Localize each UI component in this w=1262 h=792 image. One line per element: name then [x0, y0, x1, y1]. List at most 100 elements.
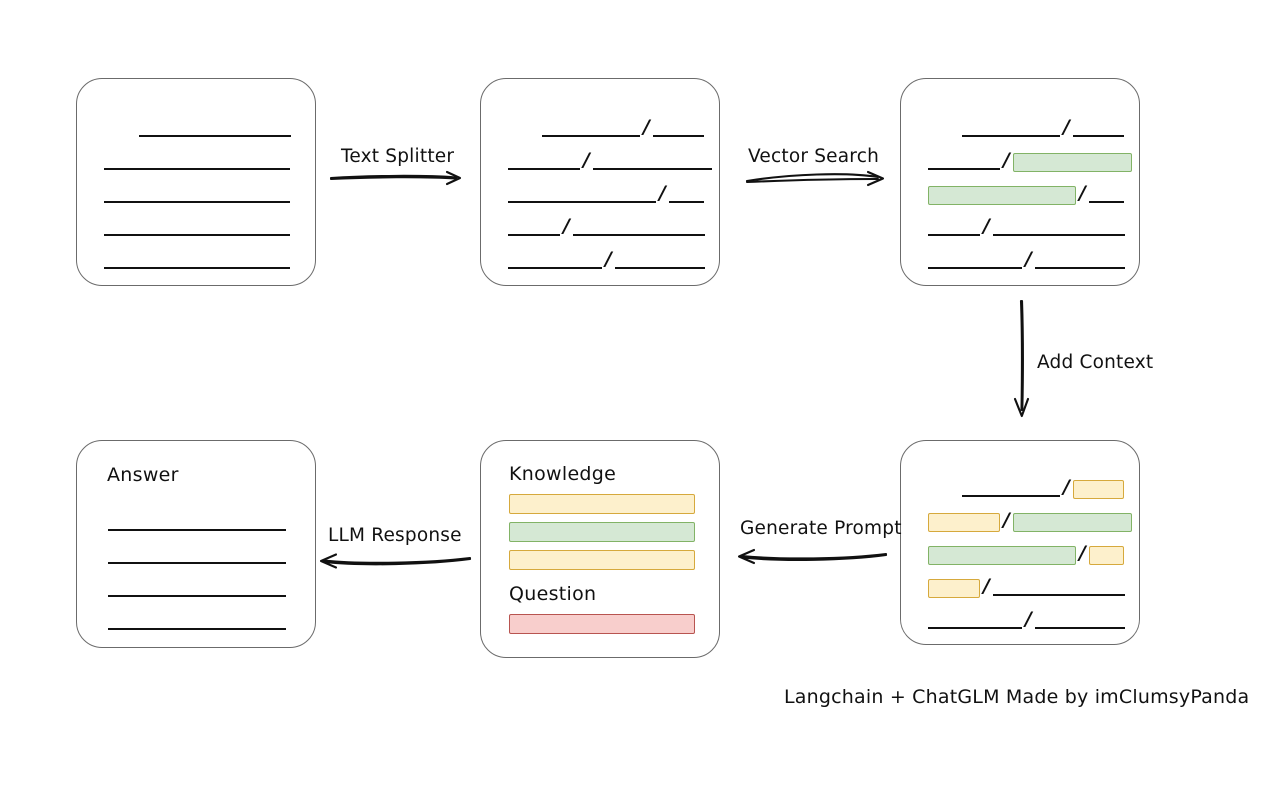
highlighted-chunk-green	[1012, 152, 1132, 172]
text-line-segment	[652, 135, 704, 137]
chunk-separator-slash: /	[1025, 247, 1032, 270]
document-row: /	[928, 607, 1125, 631]
text-line-segment	[614, 267, 705, 269]
node-prompt[interactable]: Knowledge Question	[480, 440, 720, 658]
text-line-segment	[508, 234, 560, 236]
arrow-text-splitter	[329, 170, 462, 186]
text-line-segment	[104, 168, 290, 170]
text-line-segment	[108, 529, 286, 531]
chunk-separator-slash: /	[1079, 181, 1086, 204]
text-line-segment	[992, 234, 1125, 236]
document-row: /	[962, 115, 1124, 139]
document-row	[108, 513, 286, 533]
document-row: /	[508, 249, 705, 271]
highlighted-chunk-yellow	[1072, 479, 1124, 499]
text-line-segment	[992, 594, 1125, 596]
prompt-bar-red	[509, 614, 695, 634]
arrow-llm-response	[319, 553, 472, 569]
arrow-vector-search	[745, 170, 885, 187]
node-source-document[interactable]	[76, 78, 316, 286]
node-vector-matched-document[interactable]: / / / / /	[900, 78, 1140, 286]
chunk-separator-slash: /	[1063, 475, 1070, 498]
highlighted-chunk-yellow	[928, 578, 980, 598]
document-row	[104, 152, 290, 172]
document-row: /	[928, 574, 1125, 598]
text-line-segment	[668, 201, 704, 203]
text-line-segment	[104, 267, 290, 269]
prompt-bar-green	[509, 522, 695, 542]
document-row	[139, 119, 291, 139]
text-line-segment	[1034, 267, 1125, 269]
document-row: /	[928, 541, 1124, 565]
text-line-segment	[104, 234, 290, 236]
edge-label-llm-response: LLM Response	[328, 525, 462, 546]
chunk-separator-slash: /	[1003, 148, 1010, 171]
question-label: Question	[509, 583, 597, 605]
document-row: /	[928, 247, 1125, 271]
prompt-bar-yellow	[509, 494, 695, 514]
arrow-generate-prompt	[737, 548, 888, 565]
arrow-add-context	[1013, 299, 1030, 418]
document-row: /	[928, 508, 1132, 532]
document-row	[104, 218, 290, 238]
highlighted-chunk-yellow	[1088, 545, 1124, 565]
document-row: /	[508, 214, 705, 238]
document-row	[108, 612, 286, 632]
chunk-separator-slash: /	[1063, 115, 1070, 138]
chunk-separator-slash: /	[983, 574, 990, 597]
edge-label-generate-prompt: Generate Prompt	[740, 518, 902, 539]
document-row: /	[508, 148, 712, 172]
edge-label-vector-search: Vector Search	[748, 146, 879, 167]
text-line-segment	[108, 562, 286, 564]
document-row: /	[928, 148, 1132, 172]
text-line-segment	[928, 267, 1022, 269]
text-line-segment	[592, 168, 712, 170]
chunk-separator-slash: /	[1025, 607, 1032, 630]
answer-caption: Answer	[107, 464, 179, 486]
chunk-separator-slash: /	[1079, 541, 1086, 564]
document-row: /	[962, 475, 1124, 499]
text-line-segment	[928, 168, 1000, 170]
knowledge-label: Knowledge	[509, 463, 617, 485]
highlighted-chunk-green	[928, 545, 1076, 565]
highlighted-chunk-yellow	[928, 512, 1000, 532]
chunk-separator-slash: /	[643, 115, 650, 138]
document-row	[108, 579, 286, 599]
document-row	[104, 185, 290, 205]
text-line-segment	[508, 267, 602, 269]
text-line-segment	[108, 628, 286, 630]
edge-label-add-context: Add Context	[1037, 352, 1154, 373]
chunk-separator-slash: /	[563, 214, 570, 237]
text-line-segment	[572, 234, 705, 236]
text-line-segment	[1034, 627, 1125, 629]
node-split-document[interactable]: / / / / /	[480, 78, 720, 286]
text-line-segment	[104, 201, 290, 203]
highlighted-chunk-green	[1012, 512, 1132, 532]
text-line-segment	[1088, 201, 1124, 203]
text-line-segment	[108, 595, 286, 597]
edge-label-text-splitter: Text Splitter	[341, 146, 455, 167]
document-row: /	[928, 181, 1124, 205]
chunk-separator-slash: /	[1003, 508, 1010, 531]
document-row: /	[508, 181, 704, 205]
node-context-document[interactable]: / / / / /	[900, 440, 1140, 645]
text-line-segment	[962, 495, 1060, 497]
text-line-segment	[542, 135, 640, 137]
document-row: /	[542, 115, 704, 139]
text-line-segment	[1072, 135, 1124, 137]
footer-credit: Langchain + ChatGLM Made by imClumsyPand…	[784, 686, 1250, 708]
document-row	[108, 546, 286, 566]
chunk-separator-slash: /	[583, 148, 590, 171]
chunk-separator-slash: /	[659, 181, 666, 204]
highlighted-chunk-green	[928, 185, 1076, 205]
chunk-separator-slash: /	[983, 214, 990, 237]
text-line-segment	[962, 135, 1060, 137]
text-line-segment	[928, 627, 1022, 629]
text-line-segment	[139, 135, 291, 137]
text-line-segment	[508, 201, 656, 203]
document-row: /	[928, 214, 1125, 238]
node-answer[interactable]: Answer	[76, 440, 316, 648]
text-line-segment	[508, 168, 580, 170]
text-line-segment	[928, 234, 980, 236]
